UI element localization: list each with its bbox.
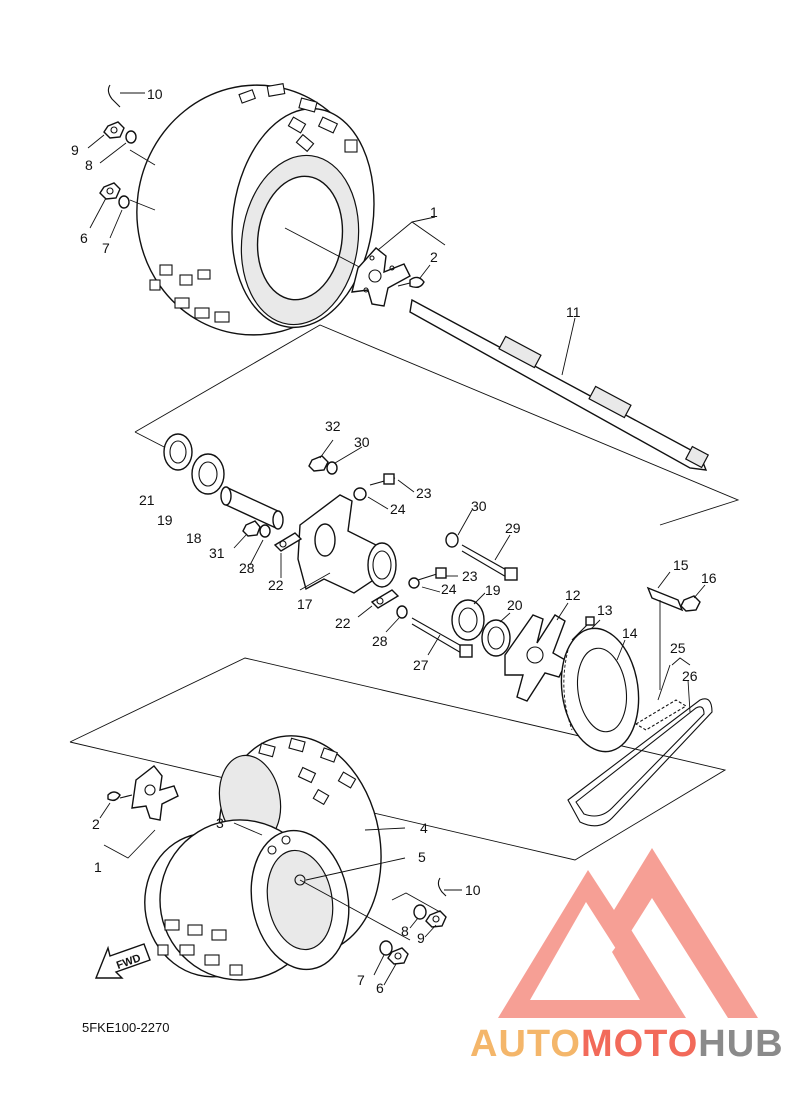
diagram-code: 5FKE100-2270	[82, 1020, 169, 1035]
svg-text:AUTOMOTOHUB: AUTOMOTOHUB	[470, 1023, 784, 1065]
watermark-hub: HUB	[698, 1023, 783, 1065]
callout-6-lower: 6	[376, 980, 384, 996]
frame-lines	[69, 324, 740, 861]
watermark-text: AUTOMOTOHUB	[470, 1023, 784, 1065]
chain-group	[567, 571, 713, 827]
lower-wheel	[144, 735, 411, 981]
callout-8-lower: 8	[401, 923, 409, 939]
callouts: 10 9 8 6 7 1 2 11 32 30 21 19 23 24 18 3…	[71, 86, 717, 996]
callout-2-upper: 2	[430, 249, 438, 265]
fwd-arrow: FWD	[94, 943, 151, 979]
callout-14: 14	[622, 625, 638, 641]
callout-21: 21	[139, 492, 155, 508]
callout-17: 17	[297, 596, 313, 612]
callout-24-upper: 24	[390, 501, 406, 517]
callout-31: 31	[209, 545, 225, 561]
sprocket-group	[504, 602, 640, 753]
callout-30-lower: 30	[471, 498, 487, 514]
callout-26: 26	[682, 668, 698, 684]
callout-6-upper: 6	[80, 230, 88, 246]
callout-28-upper: 28	[239, 560, 255, 576]
callout-25: 25	[670, 640, 686, 656]
callout-23-upper: 23	[416, 485, 432, 501]
callout-32: 32	[325, 418, 341, 434]
callout-29: 29	[505, 520, 521, 536]
callout-1-upper: 1	[430, 204, 438, 220]
callout-4: 4	[420, 820, 428, 836]
upper-wheel-fasteners	[87, 84, 145, 239]
callout-28-lower: 28	[372, 633, 388, 649]
callout-8-upper: 8	[85, 157, 93, 173]
callout-7-upper: 7	[102, 240, 110, 256]
callout-2-lower: 2	[92, 816, 100, 832]
callout-9-lower: 9	[417, 930, 425, 946]
callout-5: 5	[418, 849, 426, 865]
callout-20: 20	[507, 597, 523, 613]
callout-16: 16	[701, 570, 717, 586]
callout-18: 18	[186, 530, 202, 546]
callout-24-lower: 24	[441, 581, 457, 597]
callout-12: 12	[565, 587, 581, 603]
callout-10-upper: 10	[147, 86, 163, 102]
lower-hub	[99, 765, 179, 859]
callout-22-lower: 22	[335, 615, 351, 631]
rear-axle	[409, 298, 710, 471]
callout-19-right: 19	[485, 582, 501, 598]
callout-10-lower: 10	[465, 882, 481, 898]
watermark-logo-shape	[498, 848, 758, 1018]
callout-11: 11	[566, 304, 581, 320]
callout-15: 15	[673, 557, 689, 573]
callout-19-left: 19	[157, 512, 173, 528]
callout-30-upper: 30	[354, 434, 370, 450]
upper-wheel	[129, 83, 375, 336]
callout-3: 3	[216, 815, 224, 831]
upper-hub	[351, 216, 446, 307]
callout-9-upper: 9	[71, 142, 79, 158]
watermark-logo	[498, 848, 758, 1018]
callout-13: 13	[597, 602, 613, 618]
callout-27: 27	[413, 657, 429, 673]
callout-23-lower: 23	[462, 568, 478, 584]
watermark-moto: MOTO	[581, 1023, 698, 1065]
lower-wheel-fasteners	[373, 877, 462, 986]
callout-22-upper: 22	[268, 577, 284, 593]
watermark-auto: AUTO	[470, 1023, 581, 1065]
axle-housing-group	[163, 433, 518, 658]
callout-7-lower: 7	[357, 972, 365, 988]
callout-1-lower: 1	[94, 859, 102, 875]
